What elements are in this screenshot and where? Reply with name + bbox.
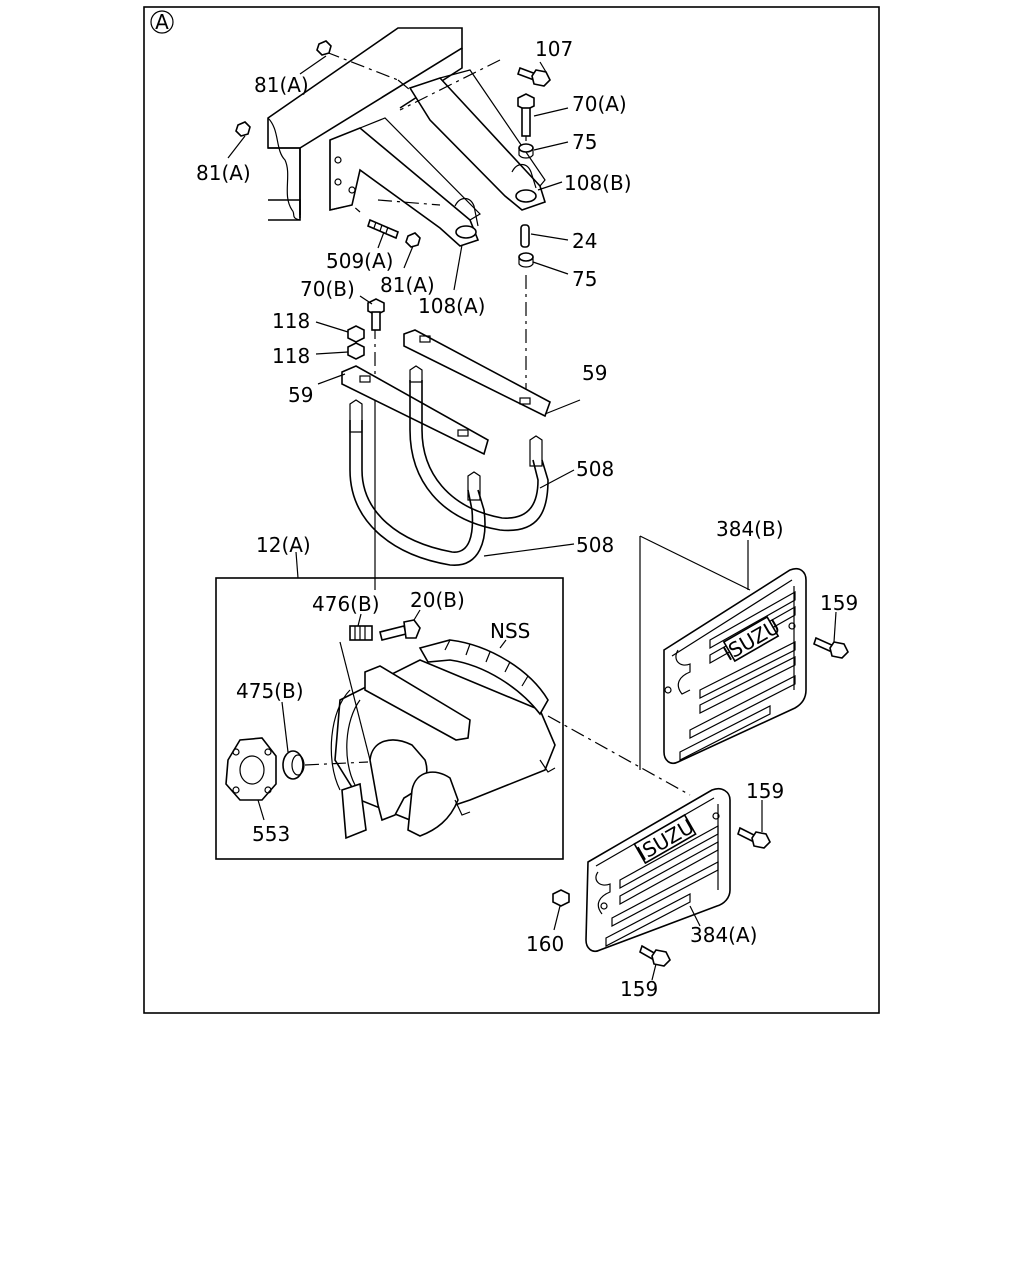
u-clamp-508-back [409,365,549,532]
washer-75-bottom [518,252,534,268]
bolt-159-b [737,826,771,849]
callout-159-c: 159 [620,977,658,1001]
callout-81a-lower: 81(A) [380,273,435,297]
muffler-assembly [330,639,556,840]
callout-81a-top: 81(A) [254,73,309,97]
heat-shield-384a: ISUZU [585,787,731,953]
callout-118-b: 118 [272,344,310,368]
callout-476b: 476(B) [312,592,380,616]
nut-118-a [347,325,365,343]
callout-384b: 384(B) [716,517,784,541]
flange-553 [225,737,277,801]
bolt-159-a [813,636,849,659]
u-clamp-508-front [349,399,486,566]
callout-159-b: 159 [746,779,784,803]
spring-476b [349,625,373,641]
nut-160 [552,889,570,907]
callout-75-top: 75 [572,130,597,154]
callout-160: 160 [526,932,564,956]
callout-108a: 108(A) [418,294,485,318]
nut-81a-top [316,40,332,56]
bolt-159-c [639,944,671,967]
strap-59-back [403,329,551,418]
callout-59-front: 59 [288,383,313,407]
nut-81a-lower [405,232,421,248]
bolt-107 [516,66,551,87]
nut-118-b [347,342,365,360]
spacer-24 [520,224,530,248]
pin-20b [379,619,421,641]
bracket-108a [329,117,481,247]
callout-24: 24 [572,229,597,253]
callout-75-bottom: 75 [572,267,597,291]
callout-12a: 12(A) [256,533,311,557]
washer-75-top [518,143,534,159]
strap-59-front [341,365,489,456]
callout-20b: 20(B) [410,588,465,612]
callout-159-a: 159 [820,591,858,615]
callout-81a-left: 81(A) [196,161,251,185]
leader-lines [227,55,837,981]
detail-box-12a [215,577,564,860]
nut-81a-left [235,121,251,137]
stud-509a [367,218,399,240]
bracket-108b [408,69,546,211]
callout-384a: 384(A) [690,923,757,947]
callout-118-a: 118 [272,309,310,333]
view-marker: A [150,10,174,34]
bolt-70a [517,93,535,137]
callout-553: 553 [252,822,290,846]
callout-70b: 70(B) [300,277,355,301]
heat-shield-384b: ISUZU [663,567,807,765]
gasket-475b [282,750,305,780]
callout-508-front: 508 [576,533,614,557]
bolt-70b [367,298,385,331]
callout-59-back: 59 [582,361,607,385]
diagram-frame [143,6,880,1014]
callout-107: 107 [535,37,573,61]
svg-text:A: A [155,10,169,34]
callout-labels: 107 81(A) 70(A) 75 81(A) 108(B) 24 509(A… [196,37,858,1001]
callout-108b: 108(B) [564,171,632,195]
callout-70a: 70(A) [572,92,627,116]
callout-508-back: 508 [576,457,614,481]
callout-509a: 509(A) [326,249,393,273]
callout-475b: 475(B) [236,679,304,703]
callout-nss: NSS [490,619,530,643]
